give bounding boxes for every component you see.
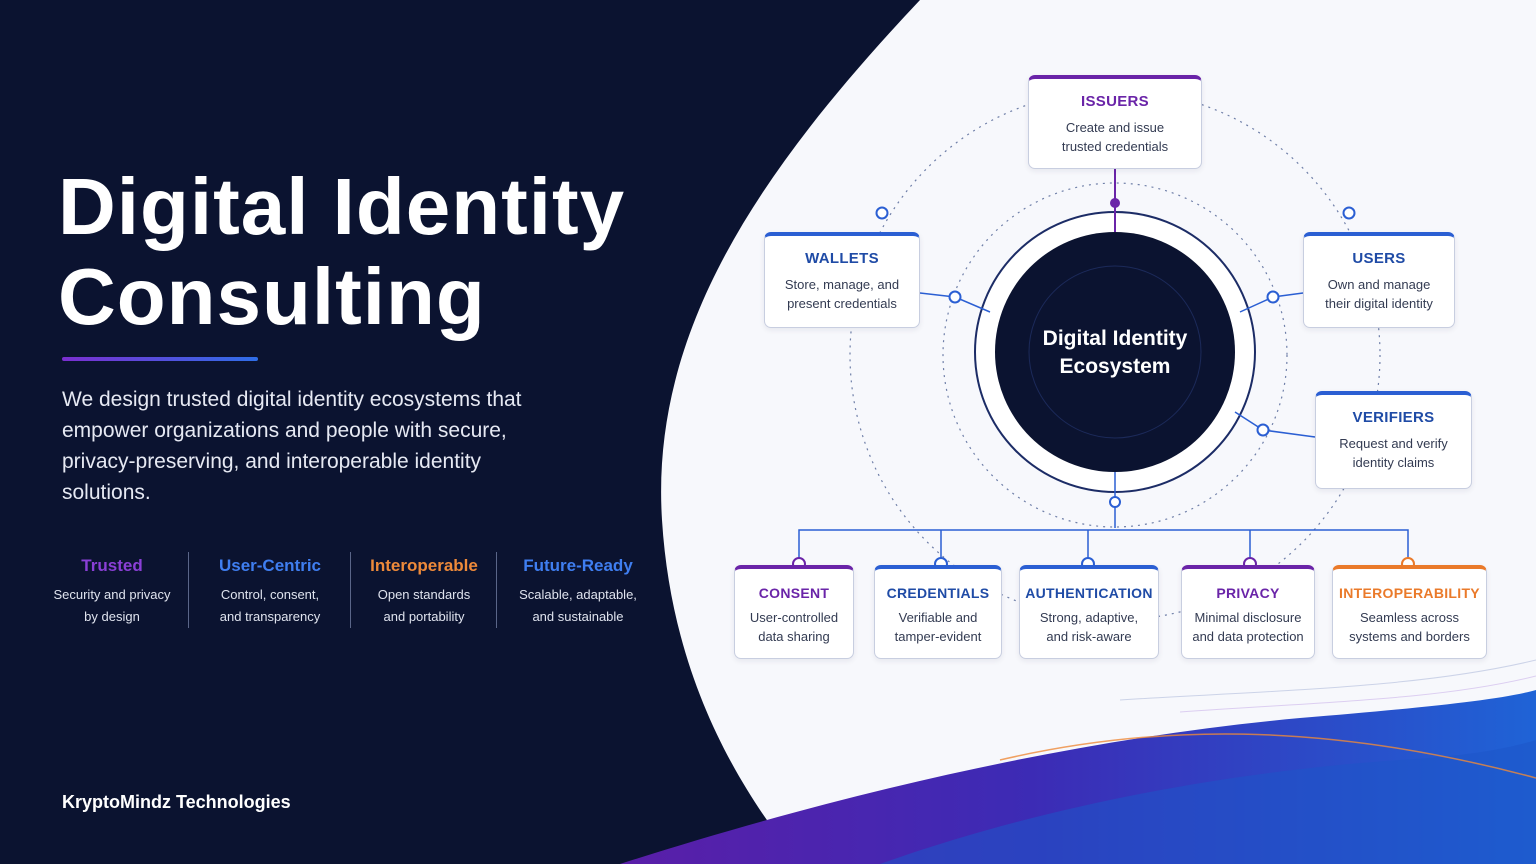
node-users: USERS Own and manage their digital ident…: [1303, 232, 1455, 328]
node-title: PRIVACY: [1216, 585, 1280, 601]
pillar-trusted: Trusted Security and privacy by design: [36, 552, 188, 628]
hub-label-line1: Digital Identity: [1042, 327, 1188, 350]
node-issuers: ISSUERS Create and issue trusted credent…: [1028, 75, 1202, 169]
node-title: INTEROPERABILITY: [1339, 585, 1480, 601]
pillar-future-ready: Future-Ready Scalable, adaptable, and su…: [496, 552, 659, 628]
pillar-title: User-Centric: [218, 556, 322, 575]
node-wallets: WALLETS Store, manage, and present crede…: [764, 232, 920, 328]
pillar-title: Interoperable: [370, 556, 478, 575]
outer-orbit: [849, 89, 1381, 621]
node-authentication: AUTHENTICATION Strong, adaptive, and ris…: [1019, 565, 1159, 659]
node-credentials: CREDENTIALS Verifiable and tamper-eviden…: [874, 565, 1002, 659]
node-desc: Request and verify identity claims: [1339, 436, 1448, 470]
title-divider: [62, 357, 258, 361]
node-desc: Store, manage, and present credentials: [784, 277, 900, 311]
node-title: ISSUERS: [1081, 93, 1149, 110]
hub-label: Digital Identity Ecosystem: [1000, 325, 1230, 381]
bottom-wave-highlight: [880, 740, 1536, 864]
inner-orbit: [942, 182, 1288, 528]
node-title: WALLETS: [805, 250, 879, 267]
node-desc: Minimal disclosure and data protection: [1192, 610, 1304, 644]
node-title: CREDENTIALS: [886, 585, 990, 601]
pillar-desc: Control, consent, and transparency: [219, 587, 321, 624]
pillar-desc: Open standards and portability: [377, 587, 471, 624]
pillar-interoperable: Interoperable Open standards and portabi…: [350, 552, 497, 628]
hero-title-line1: Digital Identity: [58, 162, 626, 251]
node-desc: User-controlled data sharing: [749, 610, 839, 644]
hub-core: [995, 232, 1235, 472]
pillar-title: Trusted: [81, 556, 143, 575]
node-desc: Strong, adaptive, and risk-aware: [1039, 610, 1139, 644]
node-title: USERS: [1352, 250, 1406, 267]
node-privacy: PRIVACY Minimal disclosure and data prot…: [1181, 565, 1315, 659]
hero-description: We design trusted digital identity ecosy…: [62, 388, 522, 504]
node-desc: Own and manage their digital identity: [1325, 277, 1433, 311]
node-title: VERIFIERS: [1352, 409, 1435, 426]
pillar-desc: Scalable, adaptable, and sustainable: [519, 587, 637, 624]
node-desc: Verifiable and tamper-evident: [894, 610, 982, 644]
pillar-desc: Security and privacy by design: [53, 587, 171, 624]
pillar-title: Future-Ready: [523, 556, 633, 575]
node-consent: CONSENT User-controlled data sharing: [734, 565, 854, 659]
node-title: AUTHENTICATION: [1025, 585, 1153, 601]
hero-title: Digital Identity Consulting: [58, 162, 625, 342]
company-brand: KryptoMindz Technologies: [62, 792, 291, 812]
node-desc: Seamless across systems and borders: [1349, 610, 1470, 644]
node-verifiers: VERIFIERS Request and verify identity cl…: [1315, 391, 1472, 489]
node-desc: Create and issue trusted credentials: [1061, 120, 1169, 154]
hub-label-line2: Ecosystem: [1059, 355, 1171, 378]
hero-title-line2: Consulting: [58, 252, 486, 341]
node-title: CONSENT: [758, 585, 830, 601]
node-interoperability: INTEROPERABILITY Seamless across systems…: [1332, 565, 1487, 659]
pillar-user-centric: User-Centric Control, consent, and trans…: [188, 552, 351, 628]
